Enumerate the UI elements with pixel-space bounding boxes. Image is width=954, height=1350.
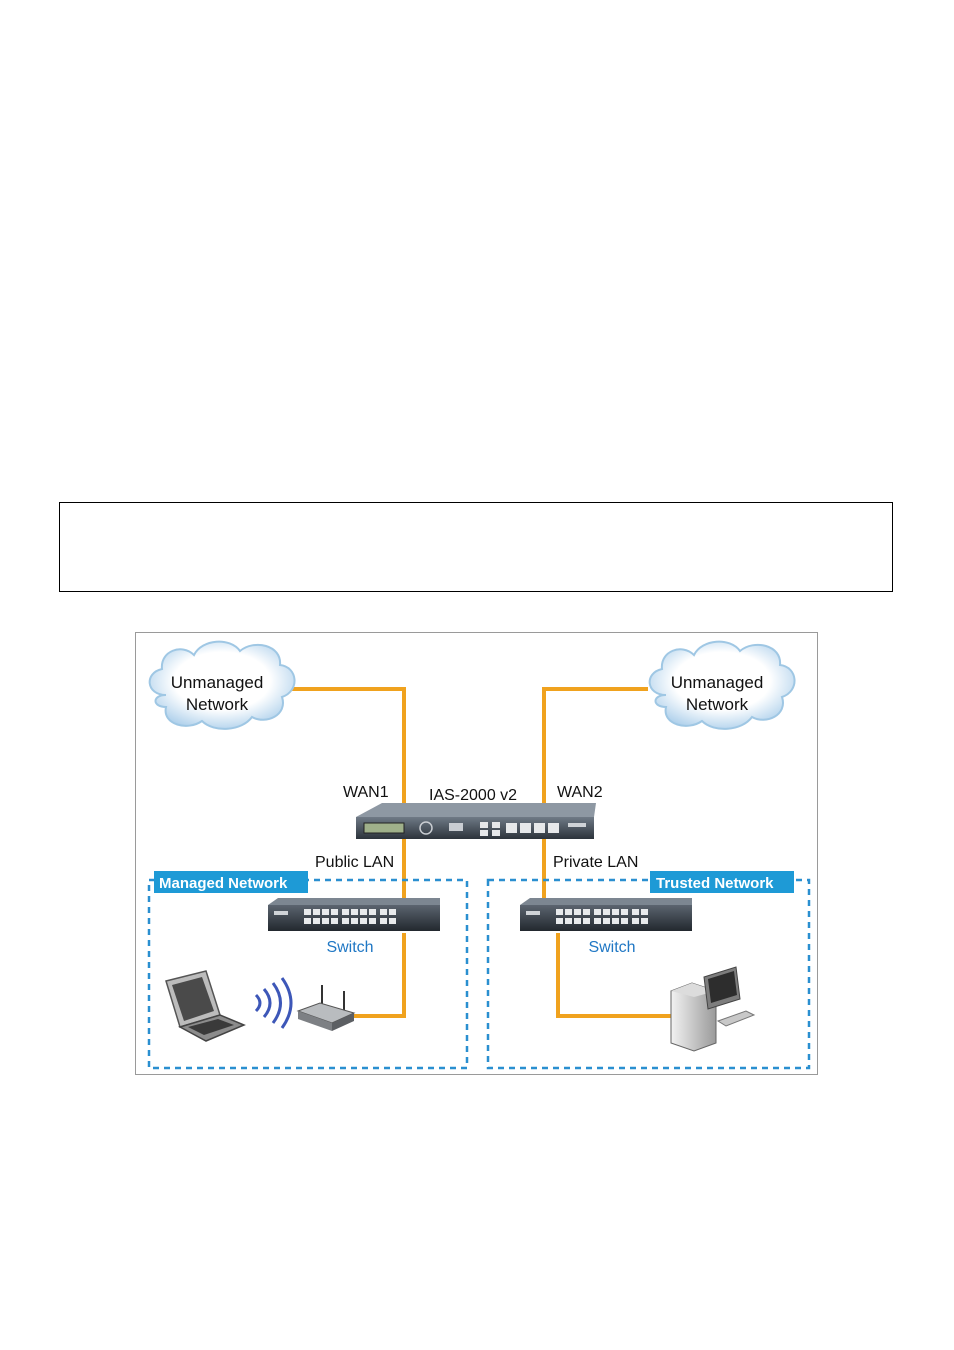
trusted-network-zone: Trusted Network bbox=[486, 871, 811, 1070]
console-port-icon bbox=[449, 823, 463, 831]
laptop-icon bbox=[165, 970, 246, 1042]
wireless-signal-icon bbox=[254, 977, 293, 1029]
cloud-right-line2: Network bbox=[686, 695, 749, 714]
managed-network-zone: Managed Network bbox=[147, 871, 469, 1070]
wan1-label: WAN1 bbox=[343, 784, 389, 801]
cable-switch-to-ap bbox=[354, 933, 406, 1018]
cable-wan1 bbox=[291, 687, 406, 811]
device-model-label: IAS-2000 v2 bbox=[429, 787, 517, 804]
cloud-icon bbox=[648, 640, 796, 730]
trusted-network-label: Trusted Network bbox=[656, 875, 774, 892]
gateway-device bbox=[356, 803, 596, 839]
note-box bbox=[59, 502, 893, 592]
switch-ports-icon bbox=[556, 909, 648, 924]
cloud-left-line2: Network bbox=[186, 695, 249, 714]
cables bbox=[291, 687, 676, 1018]
cloud-icon bbox=[148, 640, 296, 730]
navigation-buttons-icon bbox=[419, 821, 433, 835]
brand-logo-icon bbox=[568, 823, 586, 827]
cable-wan2 bbox=[542, 687, 648, 811]
cloud-unmanaged-right: Unmanaged Network bbox=[648, 640, 796, 730]
ethernet-ports-icon bbox=[480, 822, 559, 836]
switch-right-label: Switch bbox=[588, 939, 635, 956]
cloud-unmanaged-left: Unmanaged Network bbox=[148, 640, 296, 730]
managed-network-label: Managed Network bbox=[159, 875, 288, 892]
access-point-icon bbox=[296, 985, 356, 1031]
cloud-right-line1: Unmanaged bbox=[671, 673, 764, 692]
lcd-display-icon bbox=[363, 822, 405, 834]
network-diagram-frame: Unmanaged Network Unmanaged Network WAN1… bbox=[135, 632, 818, 1075]
wan2-label: WAN2 bbox=[557, 784, 603, 801]
switch-left: Switch bbox=[268, 898, 440, 956]
public-lan-label: Public LAN bbox=[315, 854, 394, 871]
network-diagram: Unmanaged Network Unmanaged Network WAN1… bbox=[147, 640, 811, 1070]
cloud-left-line1: Unmanaged bbox=[171, 673, 264, 692]
switch-ports-icon bbox=[304, 909, 396, 924]
cable-switch-to-pc bbox=[556, 933, 676, 1018]
switch-right: Switch bbox=[520, 898, 692, 956]
switch-left-label: Switch bbox=[326, 939, 373, 956]
private-lan-label: Private LAN bbox=[553, 854, 638, 871]
desktop-pc-icon bbox=[670, 966, 756, 1052]
